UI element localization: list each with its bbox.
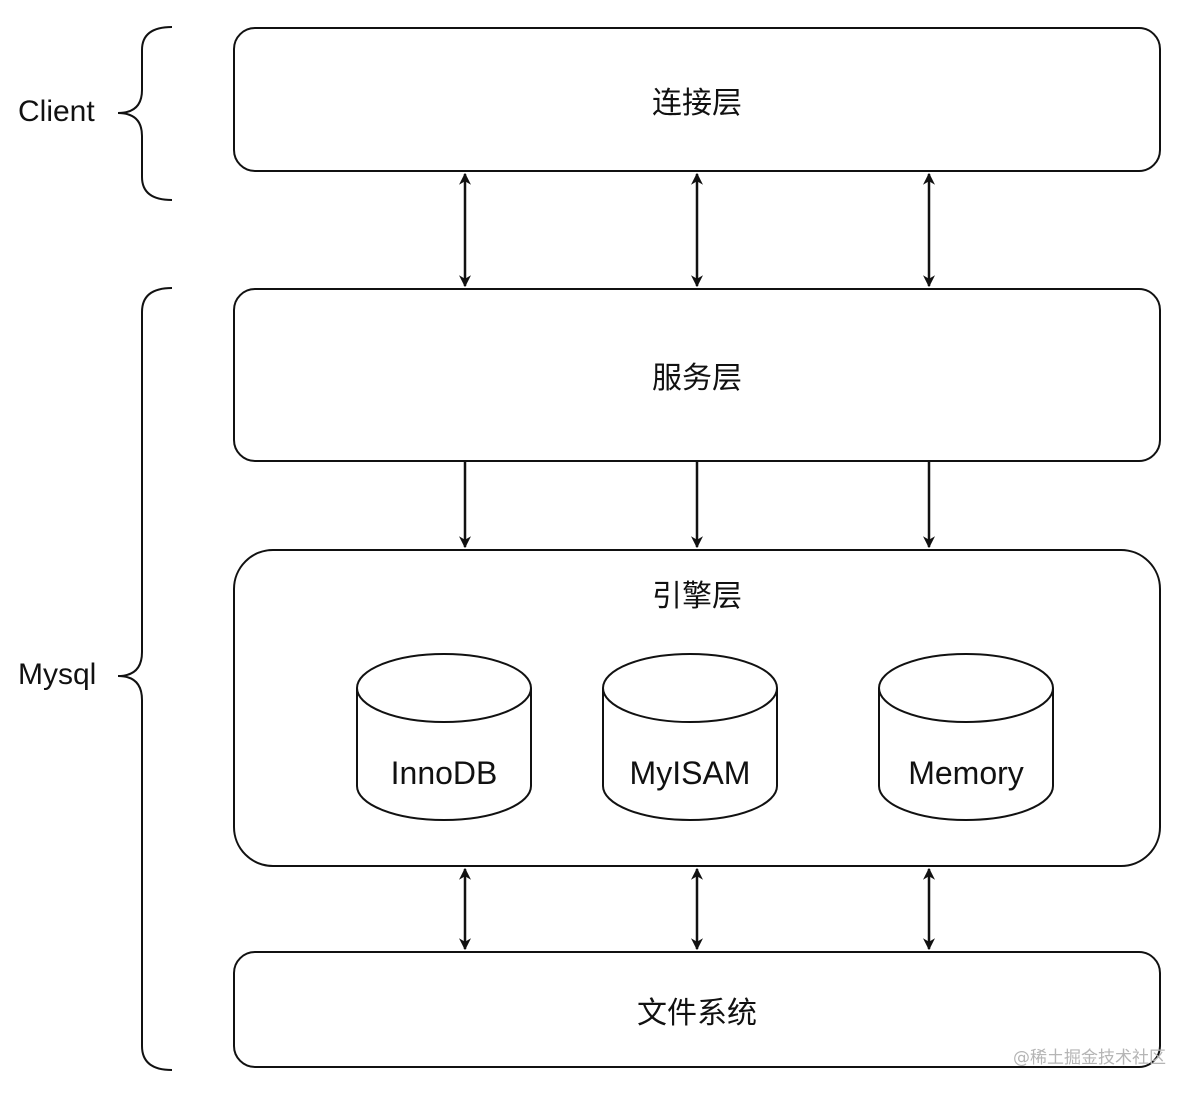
service-layer-label: 服务层 bbox=[652, 361, 742, 396]
myisam-cylinder bbox=[602, 653, 778, 821]
mysql-brace bbox=[117, 287, 173, 1071]
innodb-cylinder bbox=[356, 653, 532, 821]
myisam-label: MyISAM bbox=[629, 755, 751, 791]
service-engine-arrows bbox=[459, 462, 935, 549]
connection-service-arrows bbox=[459, 172, 935, 288]
connection-layer: 连接层 bbox=[233, 27, 1161, 172]
innodb-label: InnoDB bbox=[390, 755, 498, 791]
memory-label: Memory bbox=[908, 755, 1024, 791]
filesystem-layer-label: 文件系统 bbox=[637, 995, 757, 1031]
client-bracket-label: Client bbox=[18, 95, 95, 128]
connection-layer-label: 连接层 bbox=[652, 85, 742, 121]
client-brace bbox=[117, 26, 173, 201]
filesystem-layer: 文件系统 bbox=[233, 951, 1161, 1068]
engine-layer-label: 引擎层 bbox=[652, 579, 742, 614]
mysql-bracket-label: Mysql bbox=[18, 658, 97, 691]
watermark: @稀土掘金技术社区 bbox=[1013, 1048, 1166, 1068]
memory-cylinder bbox=[878, 653, 1054, 821]
service-layer: 服务层 bbox=[233, 288, 1161, 462]
engine-filesystem-arrows bbox=[459, 867, 935, 951]
